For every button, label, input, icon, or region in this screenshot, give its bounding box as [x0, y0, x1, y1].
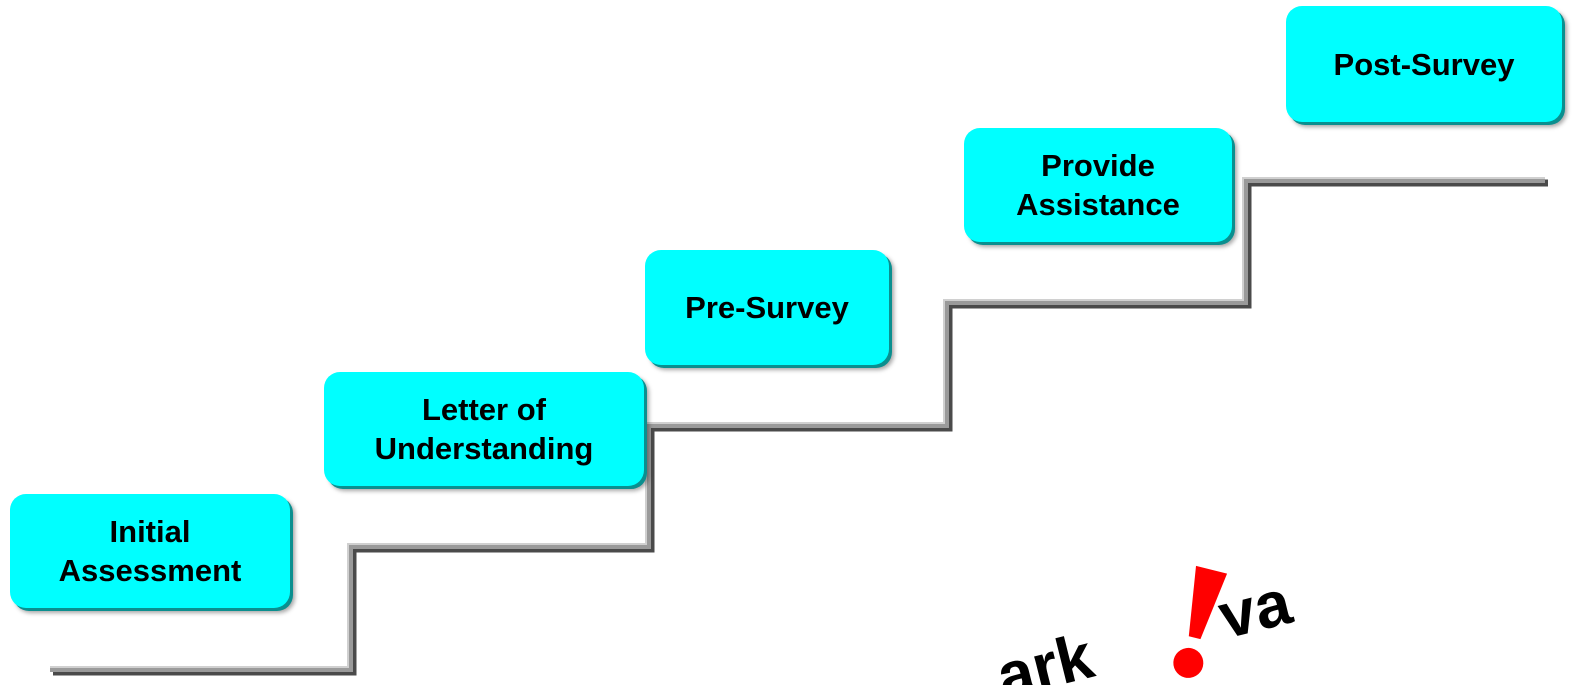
step-label-line: Assessment: [58, 553, 242, 588]
step-label-line: Post-Survey: [1333, 46, 1515, 82]
step-label-line: Pre-Survey: [685, 290, 849, 325]
step-label-line: Provide: [1041, 148, 1155, 183]
step-pre-survey: Pre-Survey: [645, 250, 889, 365]
brand-logo: ark va: [1000, 565, 1299, 685]
step-label-line: Initial: [109, 514, 191, 549]
step-letter-of-understanding: Letter of Understanding: [324, 372, 644, 486]
step-provide-assistance: Provide Assistance: [964, 128, 1232, 242]
logo-text-left: ark: [1000, 619, 1101, 685]
logo-text-right: va: [1212, 565, 1299, 652]
step-label-line: Understanding: [374, 431, 594, 466]
step-label-line: Assistance: [1016, 187, 1180, 222]
step-label-line: Letter of: [421, 392, 546, 427]
step-post-survey: Post-Survey: [1286, 6, 1562, 122]
step-initial-assessment: Initial Assessment: [10, 494, 290, 608]
exclamation-icon: [1173, 565, 1228, 678]
